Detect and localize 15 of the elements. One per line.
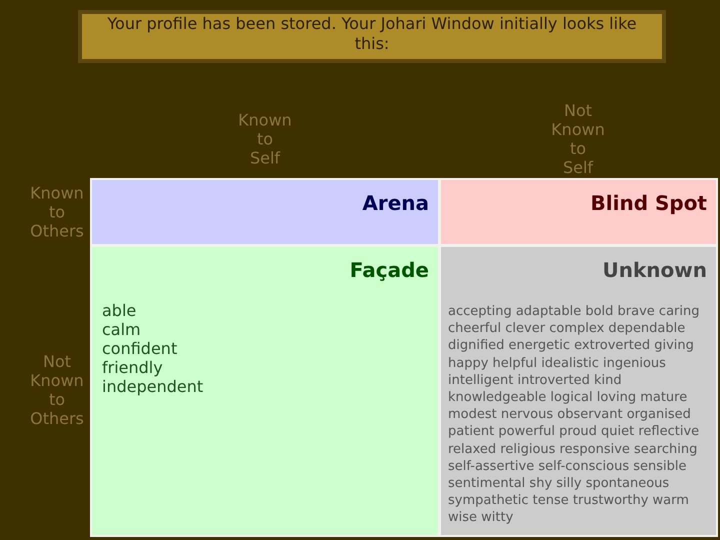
quadrant-title: Blind Spot — [590, 190, 708, 217]
trait-list: able calm confident friendly independent — [102, 301, 204, 396]
quadrant-panel — [92, 247, 438, 535]
quadrant-title: Arena — [361, 190, 430, 217]
quadrant-panel — [92, 180, 438, 244]
message-banner: Your profile has been stored. Your Johari Window initially looks like this: — [78, 10, 666, 63]
quadrant-panel — [441, 247, 716, 535]
quadrant-panel — [441, 180, 716, 244]
axis-label: Known to Others — [30, 184, 84, 240]
quadrant-title: Unknown — [602, 257, 708, 284]
trait-list: accepting adaptable bold brave caring cheerful clever complex dependable dignified energetic extroverted giving happy helpful idealistic ingenious intelligent introverted kind knowledgeable logical loving mature modest nervous observant organised patient powerful proud quiet reflective relaxed religious responsive searching self-assertive self-conscious sensible sentimental shy silly spontaneous sympathetic tense trustworthy warm wise witty — [448, 303, 710, 527]
quadrant-title: Façade — [348, 257, 430, 284]
axis-label: Known to Self — [238, 110, 292, 168]
axis-label: Not Known to Self — [551, 101, 605, 177]
axis-label: Not Known to Others — [30, 352, 84, 428]
